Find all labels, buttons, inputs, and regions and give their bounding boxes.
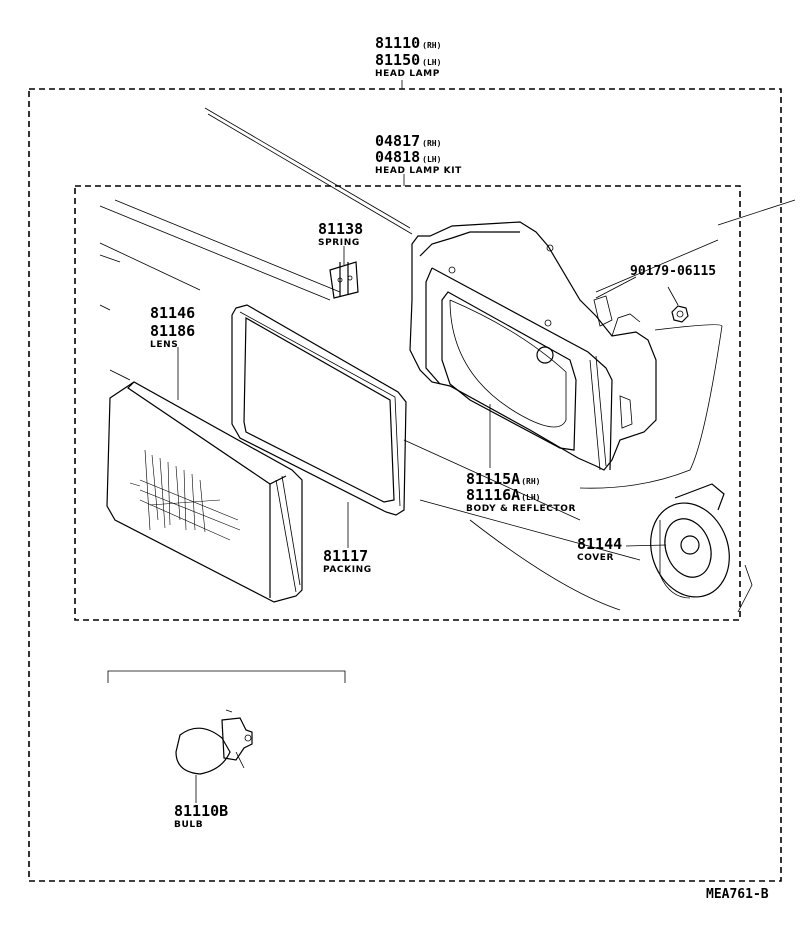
svg-text:81146: 81146	[150, 304, 195, 322]
svg-text:SPRING: SPRING	[318, 238, 360, 248]
body-reflector-label: 81115A(RH) 81116A(LH) BODY & REFLECTOR	[466, 470, 576, 514]
svg-text:81110(RH): 81110(RH)	[375, 34, 441, 52]
svg-text:81115A(RH): 81115A(RH)	[466, 470, 540, 488]
svg-text:04818(LH): 04818(LH)	[375, 148, 441, 166]
svg-text:81110B: 81110B	[174, 802, 228, 820]
svg-text:BULB: BULB	[174, 820, 203, 830]
svg-text:HEAD LAMP KIT: HEAD LAMP KIT	[375, 166, 462, 176]
cover-part-drawing	[650, 483, 730, 599]
svg-text:HEAD LAMP: HEAD LAMP	[375, 69, 440, 79]
cover-label: 81144 COVER	[577, 535, 622, 563]
spring-part-drawing	[329, 261, 359, 299]
packing-label: 81117 PACKING	[323, 547, 372, 575]
bulb-label: 81110B BULB	[174, 802, 228, 830]
head-lamp-kit-boundary	[74, 185, 741, 621]
svg-text:04817(RH): 04817(RH)	[375, 132, 441, 150]
svg-text:81138: 81138	[318, 220, 363, 238]
lens-label: 81146 81186 LENS	[150, 304, 195, 350]
vehicle-body-outline	[99, 107, 796, 613]
packing-part-drawing	[231, 304, 407, 516]
bulb-group-bracket	[107, 670, 346, 683]
svg-text:PACKING: PACKING	[323, 565, 372, 575]
reference-code: MEA761-B	[706, 887, 769, 902]
svg-text:81144: 81144	[577, 535, 622, 553]
head-lamp-assembly-boundary	[28, 88, 782, 882]
head-lamp-kit-label: 04817(RH) 04818(LH) HEAD LAMP KIT	[375, 132, 462, 176]
svg-text:81117: 81117	[323, 547, 368, 565]
svg-text:BODY & REFLECTOR: BODY & REFLECTOR	[466, 504, 576, 514]
svg-text:LENS: LENS	[150, 340, 178, 350]
nut-part-drawing	[671, 305, 689, 323]
svg-text:81150(LH): 81150(LH)	[375, 51, 441, 69]
bulb-part-drawing	[175, 709, 253, 775]
svg-text:90179-06115: 90179-06115	[630, 264, 716, 279]
head-lamp-label: 81110(RH) 81150(LH) HEAD LAMP	[375, 34, 441, 79]
body-reflector-part-drawing	[409, 221, 657, 471]
lens-part-drawing	[106, 381, 303, 603]
svg-text:81186: 81186	[150, 322, 195, 340]
svg-text:COVER: COVER	[577, 553, 614, 563]
leader-lines	[177, 80, 679, 803]
spring-label: 81138 SPRING	[318, 220, 363, 248]
svg-text:81116A(LH): 81116A(LH)	[466, 486, 540, 504]
nut-label: 90179-06115	[630, 264, 716, 279]
